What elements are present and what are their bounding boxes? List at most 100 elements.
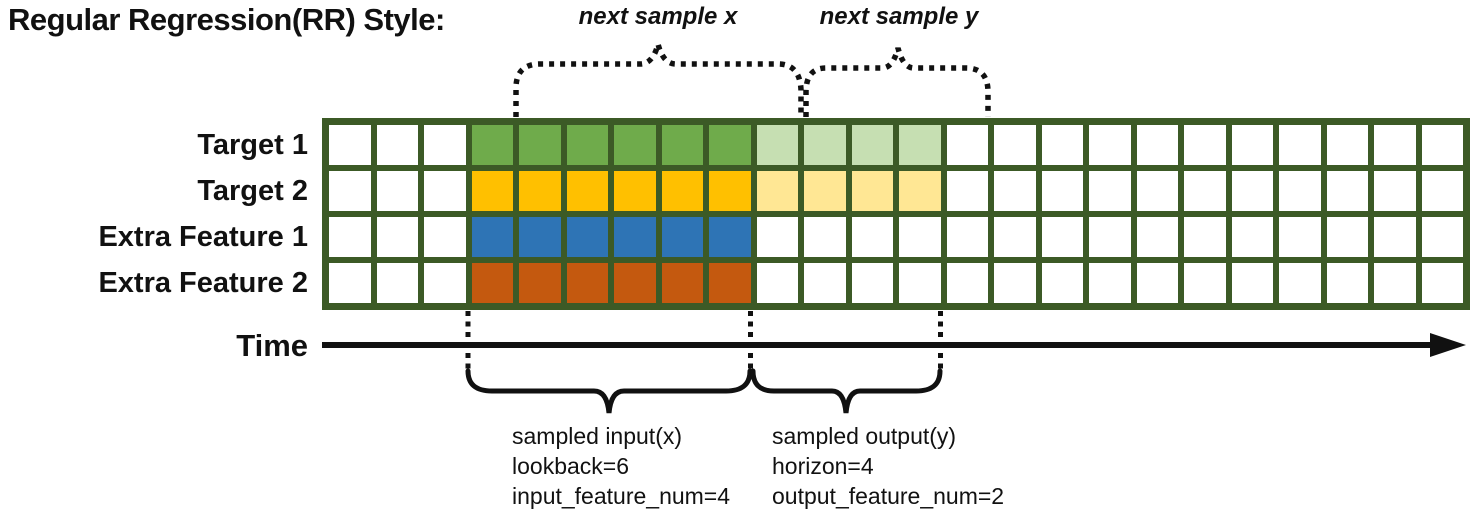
row-label-extra-feature-2: Extra Feature 2	[98, 267, 308, 299]
sampled-output-brace	[750, 368, 943, 414]
grid-cell	[994, 217, 1036, 257]
time-axis-arrowhead	[1430, 333, 1466, 357]
grid-cell	[424, 263, 466, 303]
grid-cell	[1089, 125, 1131, 165]
grid-cell	[899, 217, 941, 257]
lookback-value: lookback=6	[512, 453, 629, 479]
grid-cell	[566, 263, 608, 303]
grid-cell	[614, 125, 656, 165]
grid-cell	[424, 217, 466, 257]
grid-cell	[566, 125, 608, 165]
grid-cell	[1231, 125, 1273, 165]
grid-cell	[661, 171, 703, 211]
grid-cell	[1184, 217, 1226, 257]
grid-cell	[329, 125, 371, 165]
sampled-output-title: sampled output(y)	[772, 423, 957, 449]
grid-cell	[851, 125, 893, 165]
grid-cell	[899, 171, 941, 211]
grid-cell	[1374, 171, 1416, 211]
grid-cell	[661, 263, 703, 303]
grid-cell	[946, 171, 988, 211]
grid-cell	[851, 217, 893, 257]
grid-cell	[1184, 125, 1226, 165]
grid-cell	[1184, 171, 1226, 211]
grid-cell	[709, 217, 751, 257]
grid-cell	[1136, 217, 1178, 257]
grid-cell	[946, 125, 988, 165]
grid-cell	[519, 171, 561, 211]
next-sample-x-brace	[513, 43, 804, 117]
grid-cell	[851, 171, 893, 211]
grid-cell	[1231, 263, 1273, 303]
grid-cell	[329, 217, 371, 257]
grid-cell	[1041, 171, 1083, 211]
grid-cell	[376, 171, 418, 211]
grid-cell	[614, 171, 656, 211]
grid-cell	[329, 263, 371, 303]
sampled-input-title: sampled input(x)	[512, 423, 683, 449]
grid-cell	[756, 217, 798, 257]
next-sample-y-label: next sample y	[819, 3, 979, 30]
row-label-target-1: Target 1	[197, 129, 308, 161]
grid-cell	[1374, 125, 1416, 165]
grid-cell	[376, 263, 418, 303]
grid-cell	[661, 125, 703, 165]
grid-cell	[1041, 217, 1083, 257]
grid-cell	[1089, 263, 1131, 303]
next-sample-x-label: next sample x	[578, 3, 738, 30]
grid-cell	[804, 217, 846, 257]
grid-cell	[1089, 217, 1131, 257]
grid-cell	[1374, 263, 1416, 303]
grid-cell	[1231, 217, 1273, 257]
grid-cell	[424, 125, 466, 165]
grid-cell	[376, 217, 418, 257]
grid-cell	[614, 217, 656, 257]
grid-cell	[709, 171, 751, 211]
grid-cell	[471, 125, 513, 165]
grid-cell	[1326, 263, 1368, 303]
grid-cell	[566, 217, 608, 257]
grid-cell	[1041, 125, 1083, 165]
grid-cell	[709, 263, 751, 303]
grid-cell	[614, 263, 656, 303]
grid-cell	[471, 217, 513, 257]
grid-cell	[709, 125, 751, 165]
grid-cell	[804, 125, 846, 165]
grid-cell	[376, 125, 418, 165]
grid-cell	[471, 263, 513, 303]
grid-cell	[1184, 263, 1226, 303]
grid-cell	[424, 171, 466, 211]
horizon-value: horizon=4	[772, 453, 874, 479]
grid-cell	[899, 125, 941, 165]
grid-cell	[471, 171, 513, 211]
grid-cell	[1136, 125, 1178, 165]
grid-cell	[756, 171, 798, 211]
grid-cell	[1326, 125, 1368, 165]
grid-cell	[1279, 171, 1321, 211]
grid-cell	[1421, 217, 1463, 257]
grid-cell	[899, 263, 941, 303]
next-sample-y-brace	[803, 47, 991, 117]
grid-cell	[1421, 263, 1463, 303]
grid-cell	[519, 217, 561, 257]
grid-cell	[1089, 171, 1131, 211]
grid-cell	[851, 263, 893, 303]
row-label-extra-feature-1: Extra Feature 1	[98, 221, 308, 253]
grid-cell	[1279, 217, 1321, 257]
grid-cell	[946, 217, 988, 257]
grid-cell	[1279, 125, 1321, 165]
grid-cell	[994, 125, 1036, 165]
sampled-input-annotation: sampled input(x) lookback=6 input_featur…	[512, 421, 730, 511]
grid-cell	[804, 263, 846, 303]
grid-cell	[1374, 217, 1416, 257]
grid-cell	[1421, 125, 1463, 165]
grid-cell	[329, 171, 371, 211]
grid-cell	[519, 263, 561, 303]
grid-cell	[1041, 263, 1083, 303]
grid-cell	[1421, 171, 1463, 211]
sampled-output-annotation: sampled output(y) horizon=4 output_featu…	[772, 421, 1004, 511]
grid-cell	[756, 263, 798, 303]
grid-cell	[1326, 217, 1368, 257]
